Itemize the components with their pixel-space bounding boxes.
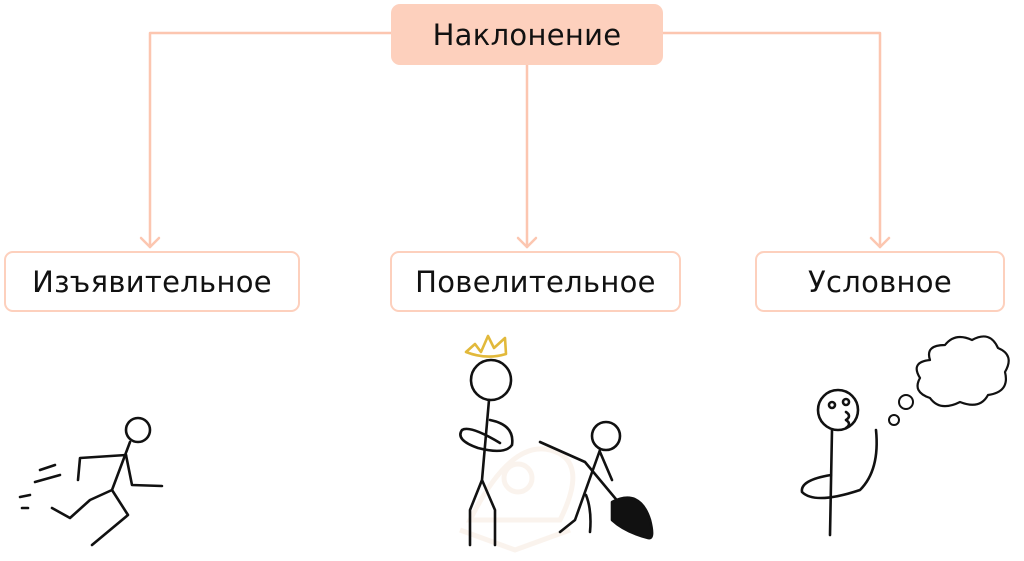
- node-label: Повелительное: [415, 264, 656, 299]
- crown-icon: [464, 334, 508, 358]
- running-figure-icon: [18, 416, 164, 547]
- root-label: Наклонение: [432, 17, 622, 52]
- thought-cloud-icon: [915, 335, 1010, 408]
- node-label: Изъявительное: [32, 264, 272, 299]
- digging-figure-icon: [538, 420, 627, 534]
- node-imperative: Повелительное: [390, 251, 681, 312]
- king-figure-icon: [459, 358, 514, 547]
- root-node: Наклонение: [391, 4, 663, 65]
- node-label: Условное: [808, 264, 952, 299]
- shovel-icon: [610, 496, 654, 540]
- thinking-figure-icon: [800, 388, 914, 537]
- bear-watermark-icon: [459, 446, 576, 553]
- node-indicative: Изъявительное: [4, 251, 300, 312]
- node-conditional: Условное: [755, 251, 1005, 312]
- arrowhead-right: [869, 236, 891, 249]
- connector-left: [148, 31, 393, 249]
- arrowhead-center: [516, 236, 538, 249]
- connector-right: [661, 31, 882, 249]
- arrowhead-left: [139, 236, 161, 249]
